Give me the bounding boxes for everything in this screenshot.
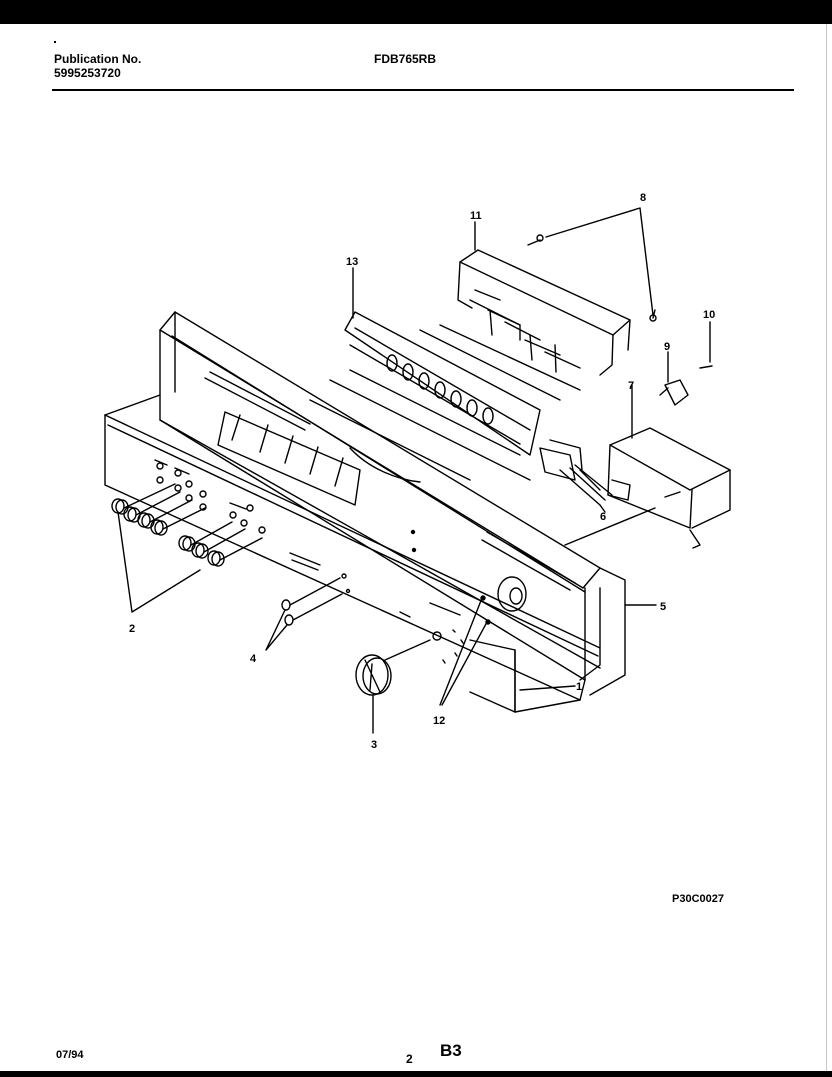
bottom-border-bar xyxy=(0,1071,832,1077)
wire-harness xyxy=(539,439,613,513)
leader-6-lower xyxy=(564,507,656,546)
publication-label: Publication No. xyxy=(54,52,142,66)
page-number: 2 xyxy=(406,1052,413,1066)
leader-1 xyxy=(519,685,576,691)
leader-2 xyxy=(117,511,201,613)
shaft-boss xyxy=(439,576,527,706)
header-divider xyxy=(52,89,794,91)
timer-box xyxy=(607,384,731,549)
panel-back-frame xyxy=(159,311,601,681)
callout-12: 12 xyxy=(433,715,445,727)
control-panel-front xyxy=(104,394,626,701)
drawing-code: P30C0027 xyxy=(672,893,724,905)
callout-7: 7 xyxy=(628,380,634,392)
callout-1: 1 xyxy=(576,681,582,693)
callout-3: 3 xyxy=(371,739,377,751)
scan-edge-line xyxy=(826,24,827,1071)
callout-9: 9 xyxy=(664,341,670,353)
callout-4: 4 xyxy=(250,653,257,665)
panel-button-holes xyxy=(154,459,266,534)
publication-number: 5995253720 xyxy=(54,66,121,80)
callout-11: 11 xyxy=(470,210,482,222)
callout-8: 8 xyxy=(640,192,646,204)
wire-clamp xyxy=(659,321,713,406)
callout-5: 5 xyxy=(660,601,666,613)
top-border-bar xyxy=(0,0,832,24)
bottom-plate xyxy=(469,639,581,713)
selector-knob xyxy=(355,639,431,734)
callout-6: 6 xyxy=(600,511,606,523)
switch-bracket xyxy=(419,221,631,401)
scan-speck xyxy=(54,41,56,43)
callout-13: 13 xyxy=(346,256,358,268)
model-number: FDB765RB xyxy=(374,52,437,66)
indicator-lights xyxy=(265,577,343,651)
callout-2: 2 xyxy=(129,623,135,635)
footer-date: 07/94 xyxy=(56,1049,84,1061)
section-code: B3 xyxy=(440,1041,462,1060)
callout-10: 10 xyxy=(703,309,715,321)
screws-8 xyxy=(527,207,657,322)
display-frame xyxy=(309,267,541,481)
